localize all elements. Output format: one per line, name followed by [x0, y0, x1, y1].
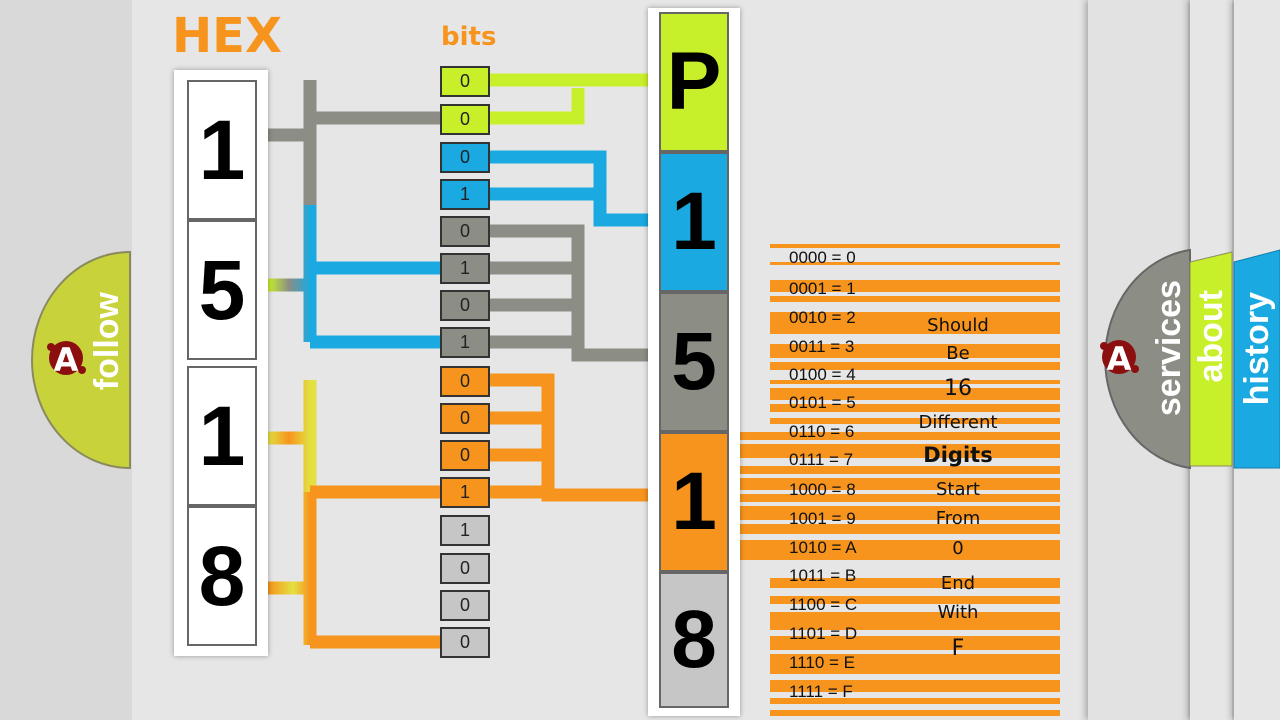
bit-box: 0 [440, 216, 490, 247]
table-row: 0110 = 6 [789, 422, 855, 441]
bit-box: 0 [440, 290, 490, 321]
follow-tab[interactable]: A follow [30, 252, 130, 468]
note-word: With [937, 602, 979, 623]
history-tab[interactable]: history [1234, 262, 1280, 468]
note-word: Be [946, 343, 970, 364]
bit-box: 0 [440, 440, 490, 471]
bit-box: 1 [440, 179, 490, 210]
table-row: 1011 = B [789, 566, 857, 585]
note-word: Start [936, 479, 980, 500]
follow-label: follow [88, 292, 126, 391]
logo-icon: A [1098, 336, 1140, 378]
table-row: 0111 = 7 [789, 450, 854, 469]
wires-group-1 [268, 73, 440, 205]
about-tab-shape [1189, 251, 1233, 467]
output-char-1: 1 [659, 152, 729, 292]
logo-icon: A [45, 337, 87, 379]
wires-group-3 [268, 373, 440, 499]
bit-box: 0 [440, 66, 490, 97]
note-word: 0 [952, 538, 964, 559]
bit-box: 0 [440, 142, 490, 173]
table-row: 0001 = 1 [789, 279, 856, 298]
note-word: F [951, 636, 965, 661]
bit-box: 0 [440, 590, 490, 621]
wires-group-4 [268, 492, 440, 649]
note-word: Should [927, 315, 989, 336]
output-char-p: P [659, 12, 729, 152]
note-word: Digits [923, 443, 993, 467]
glitch-stripes [740, 244, 1060, 716]
hex-digit-1: 1 [187, 80, 257, 220]
table-row: 1101 = D [789, 624, 858, 643]
bit-box: 1 [440, 515, 490, 546]
bits-title: bits [441, 22, 497, 52]
blood-splat-icon: A [47, 341, 86, 379]
history-label: history [1238, 292, 1276, 406]
blood-splat-icon: A [1100, 340, 1139, 378]
hex-digit-4: 8 [187, 506, 257, 646]
hex-digit-frame [174, 70, 268, 656]
output-char-8: 8 [659, 572, 729, 708]
bit-box: 0 [440, 627, 490, 658]
table-row: 1000 = 8 [789, 480, 856, 499]
bit-box: 1 [440, 327, 490, 358]
note-word: End [940, 573, 976, 594]
about-label: about [1192, 290, 1230, 383]
svg-text:A: A [1107, 340, 1132, 378]
table-row: 1001 = 9 [789, 509, 856, 528]
bit-box: 1 [440, 253, 490, 284]
output-char-5: 5 [659, 292, 729, 432]
services-tab[interactable]: A services [1092, 250, 1190, 468]
note-word: 16 [944, 376, 972, 401]
output-buses [490, 73, 660, 502]
bit-box: 0 [440, 104, 490, 135]
note-word: Different [918, 412, 998, 433]
bit-box: 1 [440, 477, 490, 508]
table-row: 1110 = E [789, 653, 856, 672]
hex-title: HEX [172, 8, 282, 64]
bit-box: 0 [440, 553, 490, 584]
table-row: 0011 = 3 [789, 337, 855, 356]
bit-box: 0 [440, 403, 490, 434]
table-row: 1100 = C [789, 595, 858, 614]
table-row: 1010 = A [789, 538, 857, 557]
table-row: 0101 = 5 [789, 393, 856, 412]
note-word: From [935, 508, 981, 529]
table-row: 0100 = 4 [789, 365, 856, 384]
table-row: 0010 = 2 [789, 308, 856, 327]
svg-text:A: A [54, 341, 79, 379]
services-label: services [1150, 280, 1188, 417]
about-tab[interactable]: about [1190, 262, 1232, 466]
hex-digit-3: 1 [187, 366, 257, 506]
hex-digit-2: 5 [187, 220, 257, 360]
history-tab-shape [1233, 249, 1280, 469]
wires-group-2 [268, 205, 440, 349]
bit-box: 0 [440, 366, 490, 397]
table-row: 0000 = 0 [789, 248, 856, 267]
table-row: 1111 = F [789, 682, 853, 701]
output-char-1b: 1 [659, 432, 729, 572]
